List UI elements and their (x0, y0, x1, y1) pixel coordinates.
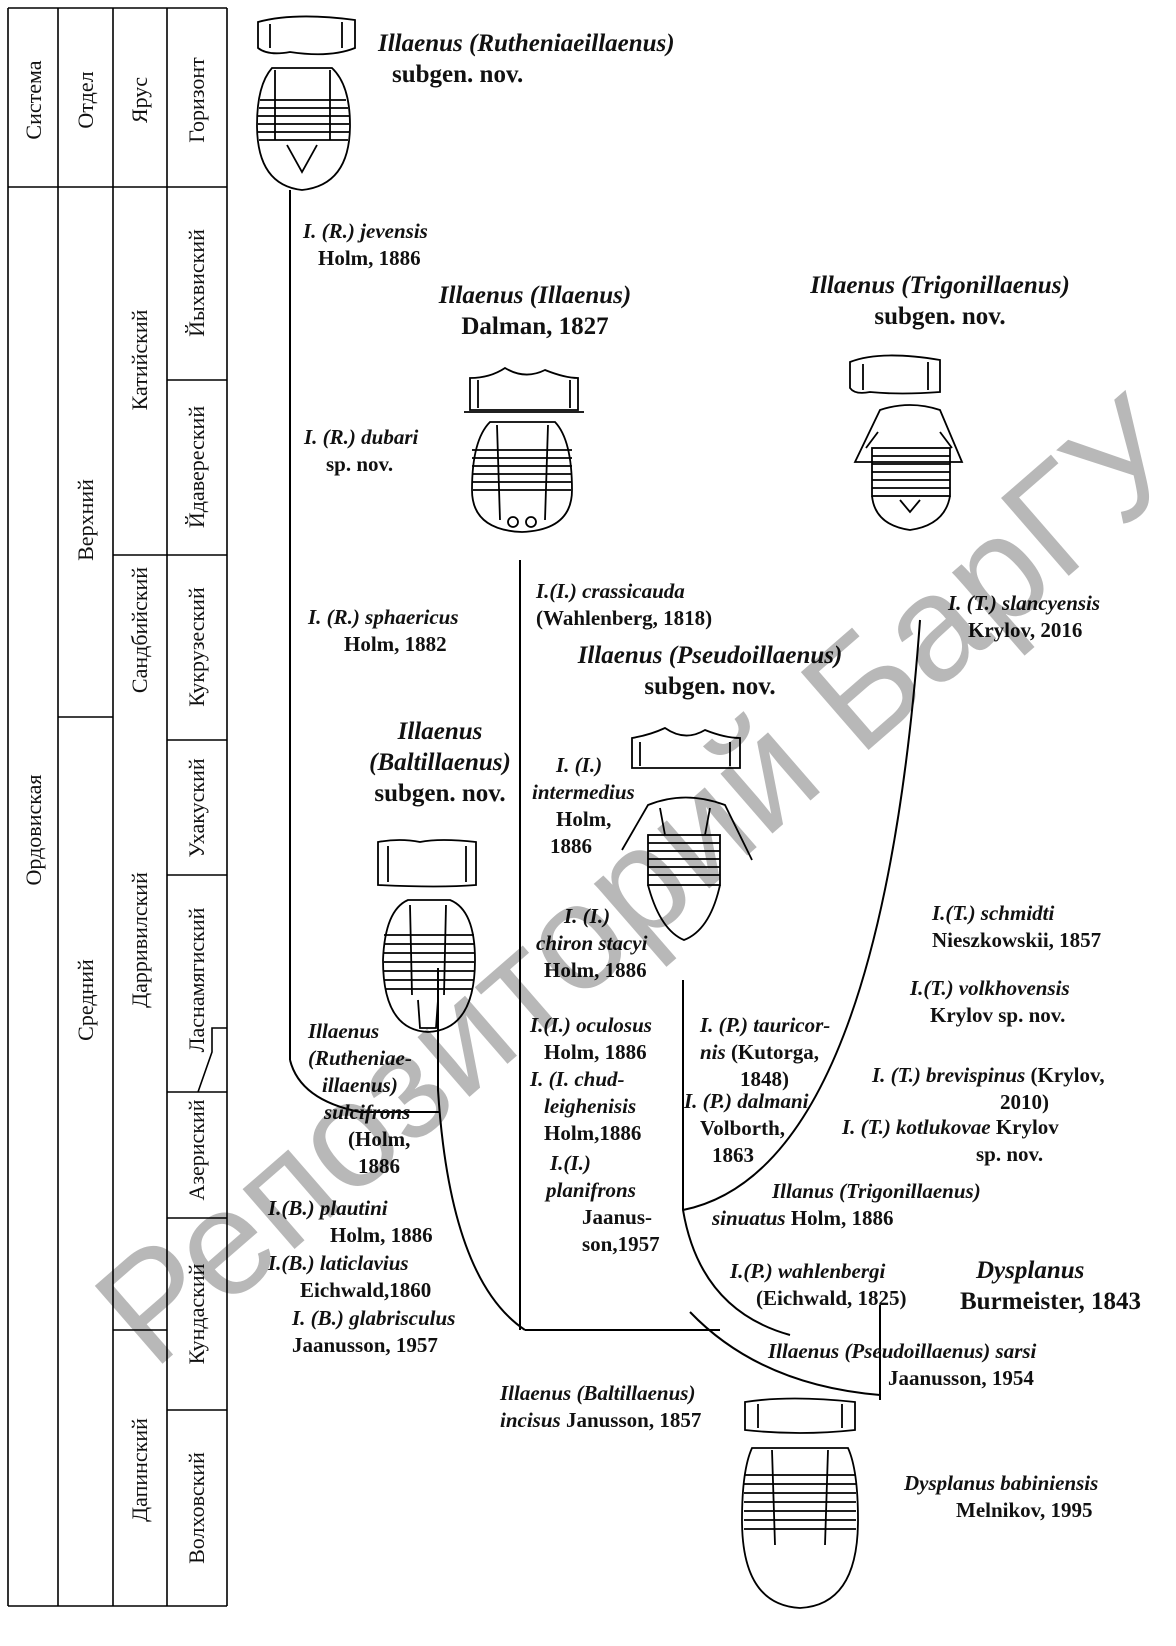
trilobite-baltillaenus (377, 839, 477, 1033)
label-pseudoillaenus-title: Illaenus (Pseudoillaenus) subgen. nov. (577, 642, 843, 700)
label-baltillaenus-title: Illaenus (Baltillaenus) subgen. nov. (369, 718, 511, 807)
label-volkhovensis: I.(T.) volkhovensis Krylov sp. nov. (910, 976, 1070, 1027)
label-sarsi: Illaenus (Pseudoillaenus) sarsi Jaanusso… (768, 1339, 1037, 1390)
label-laticlavius: I.(B.) laticlavius Eichwald,1860 (268, 1251, 432, 1302)
stage-dapingian: Дапинский (127, 1418, 152, 1522)
label-dubari: I. (R.) dubari sp. nov. (304, 425, 419, 476)
label-sphaericus: I. (R.) sphaericus Holm, 1882 (308, 605, 459, 656)
label-dalmani: I. (P.) dalmani Volborth, 1863 (684, 1089, 809, 1167)
label-slancyensis: I. (T.) slancyensis Krylov, 2016 (948, 591, 1101, 642)
trilobite-illaenus (464, 366, 584, 533)
system-ordovician: Ордовиская (21, 775, 46, 886)
header-series: Отдел (73, 71, 98, 128)
trilobite-rutheniae (256, 15, 356, 191)
horizon-volkhov: Волховский (184, 1452, 209, 1564)
series-upper: Верхний (73, 479, 98, 561)
label-glabrisculus: I. (B.) glabrisculus Jaanusson, 1957 (292, 1306, 456, 1357)
horizon-yikhvi: Йыхвиский (184, 229, 209, 337)
label-chudleighenisis: I. (I. chud- leighenisis Holm,1886 (530, 1067, 642, 1145)
header-system: Система (21, 60, 46, 139)
horizon-kunda: Кундаский (184, 1263, 209, 1364)
label-brevispinus: I. (T.) brevispinus (Krylov, 2010) (872, 1063, 1105, 1114)
horizon-lasnamagi: Ласнамягиский (184, 907, 209, 1052)
label-plautini: I.(B.) plautini Holm, 1886 (268, 1196, 433, 1247)
horizon-kukruse: Кукрузеский (184, 587, 209, 707)
label-dysplanus-title: Dysplanus Burmeister, 1843 (960, 1257, 1141, 1315)
label-crassicauda: I.(I.) crassicauda (Wahlenberg, 1818) (536, 579, 713, 630)
label-oculosus: I.(I.) oculosus Holm, 1886 (530, 1013, 652, 1064)
label-sulcifrons: Illaenus (Rutheniae- illaenus) sulcifron… (308, 1019, 412, 1178)
label-sinuatus: Illanus (Trigonillaenus) sinuatus Holm, … (712, 1179, 981, 1230)
trilobite-pseudoillaenus (621, 726, 753, 941)
label-intermedius: I. (I.) intermedius Holm, 1886 (532, 753, 635, 858)
horizon-aseri: Азериский (184, 1099, 209, 1200)
strat-table-text: Система Отдел Ярус Горизонт Ордовиская В… (21, 57, 209, 1564)
label-planifrons: I.(I.) planifrons Jaanus- son,1957 (546, 1151, 660, 1256)
label-tauricornis: I. (P.) tauricor- nis (Kutorga, 1848) (700, 1013, 831, 1091)
trilobite-dysplanus (741, 1397, 859, 1609)
label-schmidti: I.(T.) schmidti Nieszkowskii, 1857 (932, 901, 1102, 952)
label-illaenus-title: Illaenus (Illaenus) Dalman, 1827 (438, 282, 632, 340)
label-rutheniaeillaenus-title: Illaenus (Rutheniaeillaenus) subgen. nov… (378, 30, 675, 88)
horizon-idavere: Йдавереский (184, 406, 209, 528)
label-wahlenbergi: I.(P.) wahlenbergi (Eichwald, 1825) (730, 1259, 907, 1310)
label-kotlukovae: I. (T.) kotlukovae Krylov sp. nov. (842, 1115, 1059, 1166)
trilobite-trigonillaenus (849, 354, 964, 531)
horizon-uhaku: Ухакуский (184, 758, 209, 857)
label-trigonillaenus-title: Illaenus (Trigonillaenus) subgen. nov. (810, 272, 1070, 330)
header-horizon: Горизонт (184, 57, 209, 143)
stage-katian: Катийский (127, 309, 152, 410)
label-chiron-stacyi: I. (I.) chiron stacyi Holm, 1886 (536, 904, 648, 982)
label-incisus: Illaenus (Baltillaenus) incisus Janusson… (500, 1381, 702, 1432)
header-stage: Ярус (127, 77, 152, 123)
label-jevensis: I. (R.) jevensis Holm, 1886 (303, 219, 428, 270)
strat-table-grid (7, 7, 228, 1607)
series-middle: Средний (73, 959, 98, 1041)
label-babiniensis: Dysplanus babiniensis Melnikov, 1995 (904, 1471, 1099, 1522)
stage-sandbian: Сандбийский (127, 567, 152, 693)
stage-darriwilian: Дарривилский (127, 872, 152, 1008)
phylogeny-lines (289, 190, 921, 1400)
